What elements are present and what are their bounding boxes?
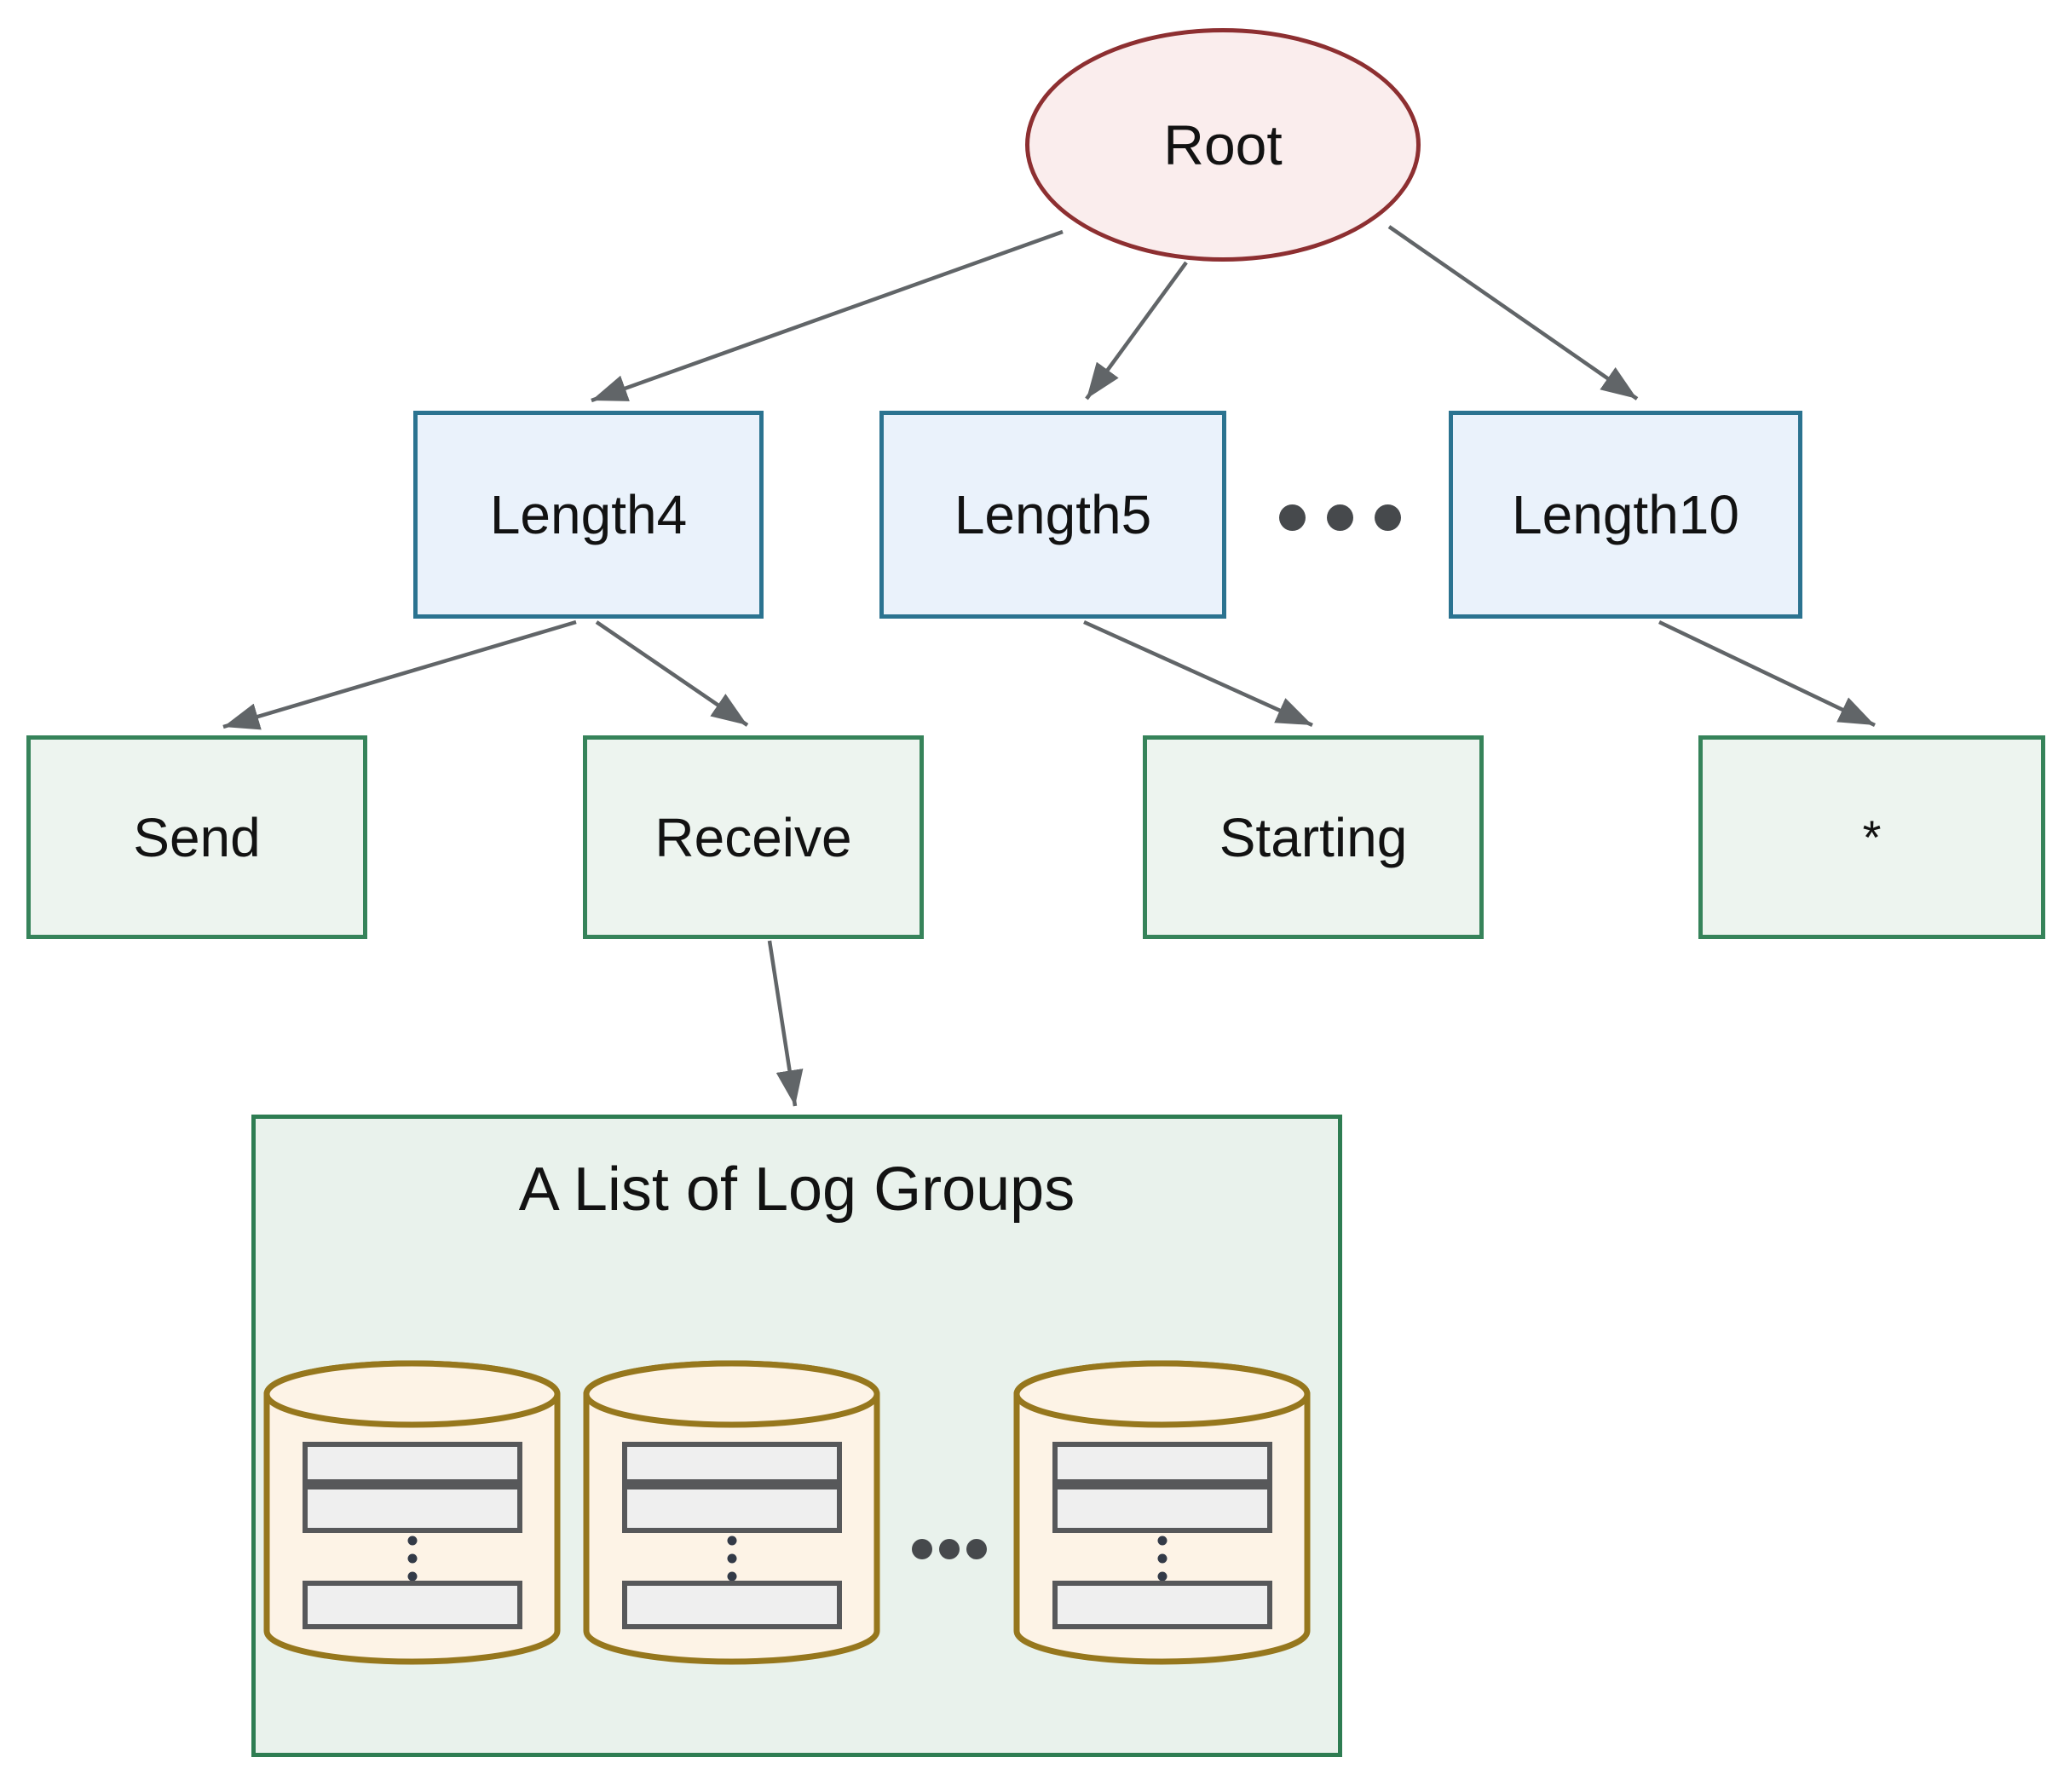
log-groups-container: A List of Log Groups <box>251 1115 1342 1757</box>
edge-length4-receive <box>595 620 749 727</box>
node-length5: Length5 <box>879 411 1226 619</box>
node-length10-label: Length10 <box>1512 484 1739 545</box>
edge-root-length10 <box>1387 225 1639 400</box>
node-starting: Starting <box>1143 735 1484 939</box>
node-receive-label: Receive <box>654 806 852 868</box>
ellipsis-dot <box>1327 504 1353 531</box>
node-send: Send <box>26 735 367 939</box>
node-length5-label: Length5 <box>954 484 1152 545</box>
ellipsis-dot <box>1375 504 1401 531</box>
node-send-label: Send <box>133 806 261 868</box>
node-length4: Length4 <box>413 411 764 619</box>
ellipsis-dot <box>1279 504 1306 531</box>
edge-length5-starting <box>1083 619 1313 728</box>
edge-root-length4 <box>591 229 1064 403</box>
log-groups-title: A List of Log Groups <box>518 1155 1075 1224</box>
length-ellipsis-dots <box>1279 504 1401 531</box>
edge-length10-star <box>1658 619 1876 728</box>
node-length4-label: Length4 <box>489 484 688 545</box>
node-wildcard: * <box>1698 735 2045 939</box>
node-length10: Length10 <box>1449 411 1802 619</box>
node-root: Root <box>1025 28 1421 262</box>
node-starting-label: Starting <box>1219 806 1408 868</box>
edge-receive-loggroups <box>767 940 804 1107</box>
node-root-label: Root <box>1163 113 1283 176</box>
edge-root-length5 <box>1085 261 1188 400</box>
node-wildcard-label: * <box>1862 810 1882 864</box>
edge-length4-send <box>222 619 577 730</box>
node-receive: Receive <box>583 735 924 939</box>
